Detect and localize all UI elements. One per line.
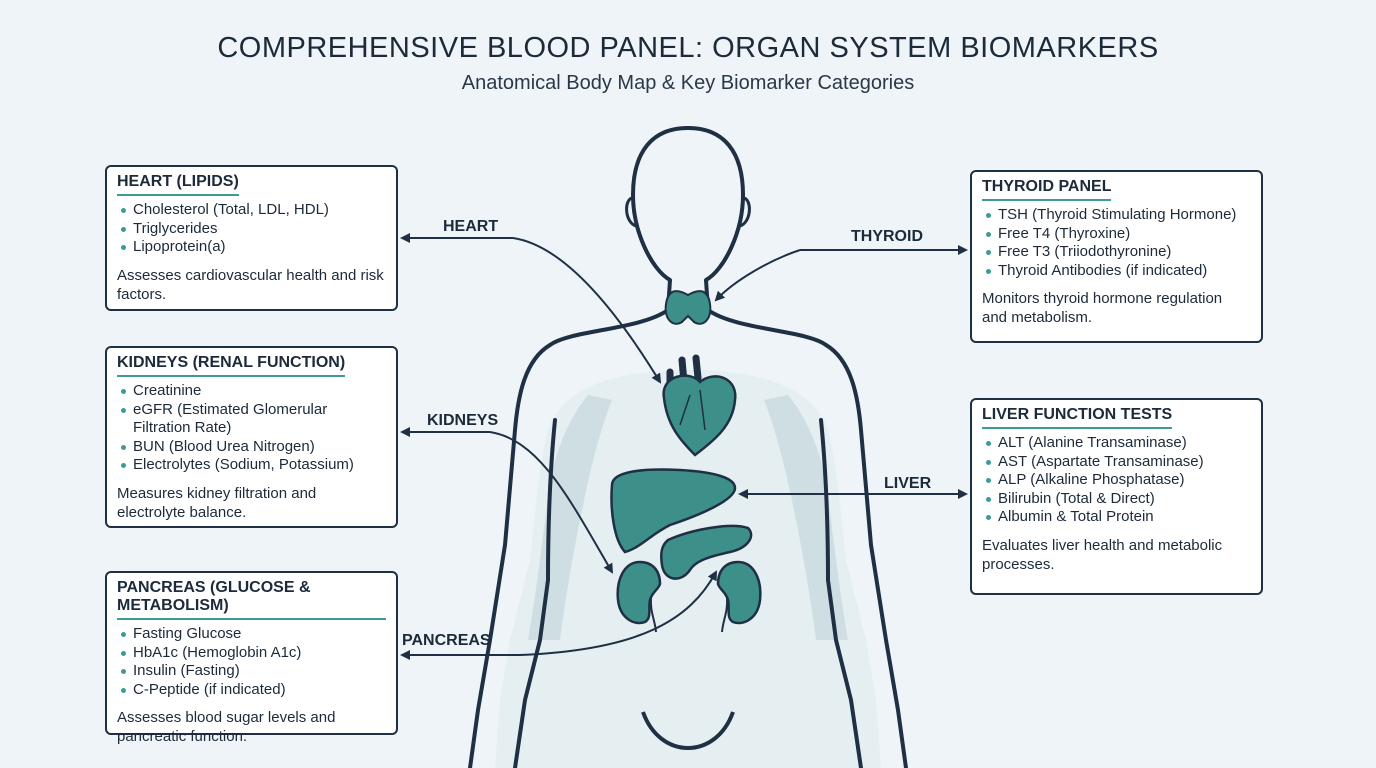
kidneys-panel-list: Creatinine eGFR (Estimated Glomerular Fi… — [117, 382, 386, 475]
kidneys-organ — [616, 560, 762, 633]
pancreas-panel-title: PANCREAS (GLUCOSE & METABOLISM) — [117, 579, 386, 620]
list-item: Bilirubin (Total & Direct) — [982, 490, 1251, 509]
heart-panel: HEART (LIPIDS) Cholesterol (Total, LDL, … — [105, 165, 398, 311]
list-item: C-Peptide (if indicated) — [117, 681, 386, 700]
page-subtitle: Anatomical Body Map & Key Biomarker Cate… — [461, 72, 915, 94]
thyroid-label: THYROID — [851, 228, 923, 245]
list-item: BUN (Blood Urea Nitrogen) — [117, 438, 386, 457]
list-item: Triglycerides — [117, 220, 386, 239]
list-item: HbA1c (Hemoglobin A1c) — [117, 644, 386, 663]
liver-organ — [610, 468, 737, 554]
thyroid-panel-description: Monitors thyroid hormone regulation and … — [982, 290, 1223, 326]
list-item: Free T4 (Thyroxine) — [982, 225, 1251, 244]
list-item: Albumin & Total Protein — [982, 508, 1251, 527]
list-item: Insulin (Fasting) — [117, 662, 386, 681]
list-item: Lipoprotein(a) — [117, 238, 386, 257]
pancreas-panel-description: Assesses blood sugar levels and pancreat… — [117, 709, 336, 745]
list-item: ALT (Alanine Transaminase) — [982, 434, 1251, 453]
list-item: AST (Aspartate Transaminase) — [982, 453, 1251, 472]
list-item: Cholesterol (Total, LDL, HDL) — [117, 201, 386, 220]
list-item: Creatinine — [117, 382, 386, 401]
kidneys-panel-description: Measures kidney filtration and electroly… — [117, 484, 317, 521]
heart-panel-list: Cholesterol (Total, LDL, HDL) Triglyceri… — [117, 201, 386, 257]
connector-arrows — [400, 233, 968, 660]
heart-panel-title: HEART (LIPIDS) — [117, 173, 239, 196]
thyroid-panel-title: THYROID PANEL — [982, 178, 1112, 201]
list-item: Thyroid Antibodies (if indicated) — [982, 262, 1251, 281]
thyroid-organ — [664, 290, 712, 325]
list-item: Free T3 (Triiodothyronine) — [982, 243, 1251, 262]
liver-panel-description: Evaluates liver health and metabolic pro… — [982, 536, 1223, 573]
page-title: COMPREHENSIVE BLOOD PANEL: ORGAN SYSTEM … — [217, 32, 1159, 64]
kidneys-label: KIDNEYS — [427, 412, 499, 429]
pancreas-panel: PANCREAS (GLUCOSE & METABOLISM) Fasting … — [105, 571, 398, 745]
liver-panel-title: LIVER FUNCTION TESTS — [982, 406, 1173, 429]
thyroid-panel-list: TSH (Thyroid Stimulating Hormone) Free T… — [982, 206, 1251, 280]
liver-panel-list: ALT (Alanine Transaminase) AST (Aspartat… — [982, 434, 1251, 527]
liver-panel: LIVER FUNCTION TESTS ALT (Alanine Transa… — [970, 398, 1263, 595]
heart-organ — [662, 354, 737, 457]
kidneys-panel-title: KIDNEYS (RENAL FUNCTION) — [117, 354, 346, 377]
pancreas-panel-list: Fasting Glucose HbA1c (Hemoglobin A1c) I… — [117, 625, 386, 699]
heart-panel-description: Assesses cardiovascular health and risk … — [117, 266, 384, 303]
kidneys-panel: KIDNEYS (RENAL FUNCTION) Creatinine eGFR… — [105, 346, 398, 528]
liver-label: LIVER — [884, 475, 932, 492]
list-item: ALP (Alkaline Phosphatase) — [982, 471, 1251, 490]
thyroid-panel: THYROID PANEL TSH (Thyroid Stimulating H… — [970, 170, 1263, 343]
list-item: eGFR (Estimated Glomerular Filtration Ra… — [117, 401, 386, 438]
list-item: Fasting Glucose — [117, 625, 386, 644]
list-item: Electrolytes (Sodium, Potassium) — [117, 456, 386, 475]
pancreas-label: PANCREAS — [402, 632, 491, 649]
pancreas-organ — [660, 524, 753, 580]
list-item: TSH (Thyroid Stimulating Hormone) — [982, 206, 1251, 225]
heart-label: HEART — [443, 218, 499, 235]
